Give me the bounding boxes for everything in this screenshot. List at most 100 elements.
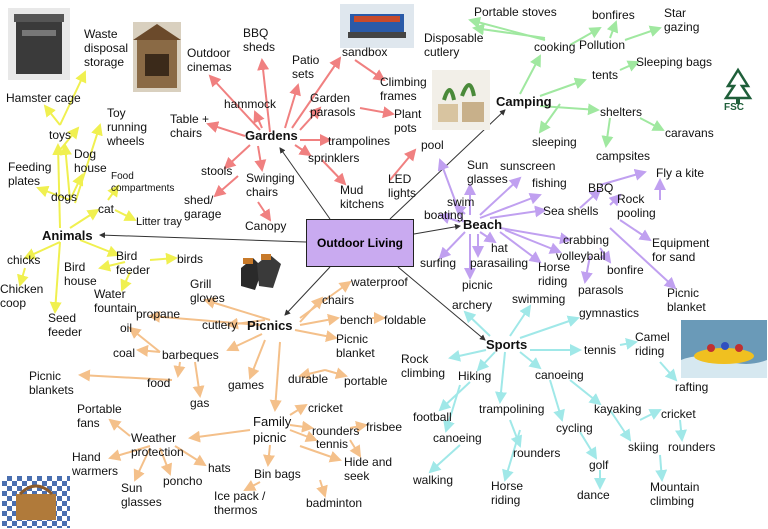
connector-arrow bbox=[349, 420, 368, 433]
connector-arrow bbox=[294, 144, 312, 157]
connector-arrow bbox=[49, 241, 62, 314]
connector-arrow bbox=[284, 83, 301, 129]
picnics-item: Hide and seek bbox=[344, 455, 393, 483]
camping-item: caravans bbox=[665, 126, 714, 140]
picnics-item: gas bbox=[190, 396, 210, 410]
sports-item: kayaking bbox=[594, 402, 642, 416]
sports-item: tennis bbox=[584, 343, 617, 357]
animals-item: Water fountain bbox=[94, 287, 137, 315]
sports-item: rounders bbox=[668, 440, 716, 454]
connector-arrow bbox=[174, 445, 207, 467]
connector-arrow bbox=[257, 201, 272, 222]
connector-arrow bbox=[619, 337, 638, 350]
gardens-item: hammock bbox=[224, 97, 277, 111]
connector-arrow bbox=[495, 351, 507, 404]
connector-arrow bbox=[509, 304, 532, 337]
picnics-item: tennis bbox=[316, 437, 349, 451]
connector-arrow bbox=[294, 329, 338, 342]
beach-item: parasols bbox=[578, 283, 624, 297]
connector-arrow bbox=[539, 103, 600, 116]
picnics-item: Ice pack / thermos bbox=[214, 489, 266, 517]
connector-arrow bbox=[389, 148, 417, 181]
animals-item: Litter tray bbox=[136, 216, 182, 228]
picnics-item: durable bbox=[288, 372, 329, 386]
picnics-item: Family picnic bbox=[253, 414, 292, 445]
gardens-item: trampolines bbox=[328, 134, 391, 148]
picnics-item: Portable fans bbox=[77, 402, 122, 430]
gardens-item: sandbox bbox=[342, 45, 388, 59]
connector-arrow bbox=[448, 349, 487, 362]
rafting-photo bbox=[681, 320, 767, 378]
center-topic-box: Outdoor Living bbox=[306, 219, 414, 267]
center-topic-label: Outdoor Living bbox=[317, 236, 403, 250]
connector-arrow bbox=[502, 429, 521, 482]
beach-item: Fly a kite bbox=[656, 166, 705, 180]
hub-picnics: Picnics bbox=[247, 318, 293, 333]
sports-item: skiing bbox=[628, 440, 659, 454]
beach-item: BBQ bbox=[588, 181, 614, 195]
connector-arrow bbox=[499, 227, 572, 245]
connector-arrow bbox=[519, 54, 541, 95]
animals-item: Bird feeder bbox=[116, 249, 151, 277]
beach-item: crabbing bbox=[563, 233, 610, 247]
picnics-item: poncho bbox=[163, 474, 203, 488]
connector-arrow bbox=[476, 351, 496, 372]
sports-item: archery bbox=[452, 298, 493, 312]
animals-item: Feeding plates bbox=[8, 160, 52, 188]
connector-arrow bbox=[569, 379, 602, 406]
connector-arrow bbox=[298, 367, 326, 380]
beach-item: bonfire bbox=[607, 263, 644, 277]
sports-item: walking bbox=[413, 473, 454, 487]
sports-item: Horse riding bbox=[491, 479, 524, 507]
connector-arrow bbox=[299, 313, 340, 326]
picnics-item: propane bbox=[136, 307, 181, 321]
camping-item: Disposable cutlery bbox=[424, 31, 484, 59]
connector-arrow bbox=[74, 123, 103, 204]
beach-item: Sun glasses bbox=[467, 158, 508, 186]
picnics-item: food bbox=[147, 376, 171, 390]
connector-arrow bbox=[108, 445, 151, 461]
camping-item: campsites bbox=[596, 149, 651, 163]
connector-arrow bbox=[321, 159, 347, 186]
picnics-item: cutlery bbox=[202, 318, 238, 332]
gardens-item: Patio sets bbox=[292, 53, 320, 81]
connector-arrow bbox=[655, 454, 668, 482]
sports-item: cricket bbox=[661, 407, 696, 421]
connector-arrow bbox=[569, 27, 602, 46]
camping-item: bonfires bbox=[592, 8, 635, 22]
connector-arrow bbox=[675, 419, 687, 442]
gardens-item: Canopy bbox=[245, 219, 287, 233]
connector-arrow bbox=[579, 431, 598, 460]
connector-arrow bbox=[324, 367, 348, 380]
connector-arrow bbox=[504, 229, 562, 254]
beach-item: boating bbox=[424, 208, 464, 222]
animals-item: Toy running wheels bbox=[107, 106, 148, 148]
connector-arrow bbox=[36, 185, 71, 201]
picnics-item: badminton bbox=[306, 496, 363, 510]
sports-item: dance bbox=[577, 488, 610, 502]
connector-arrow bbox=[289, 420, 314, 433]
gardens-item: BBQ sheds bbox=[243, 26, 276, 54]
connector-arrow bbox=[253, 110, 265, 129]
sports-item: Mountain climbing bbox=[650, 480, 700, 508]
sports-item: Camel riding bbox=[635, 330, 670, 358]
picnics-item: Weather protection bbox=[131, 431, 184, 459]
hub-gardens: Gardens bbox=[245, 128, 298, 143]
animals-item: chicks bbox=[7, 253, 41, 267]
beach-item: sunscreen bbox=[500, 159, 556, 173]
center-to-gardens-arrow bbox=[279, 147, 331, 220]
connector-arrow bbox=[608, 193, 622, 207]
connector-arrow bbox=[472, 23, 546, 39]
animals-item: Bird house bbox=[64, 260, 97, 288]
beach-item: surfing bbox=[420, 256, 457, 270]
connector-arrow bbox=[248, 339, 266, 380]
picnics-item: waterproof bbox=[351, 275, 408, 289]
connector-arrow bbox=[463, 310, 491, 337]
connector-arrow bbox=[579, 188, 602, 209]
beach-item: hat bbox=[491, 241, 508, 255]
connector-arrow bbox=[349, 439, 362, 458]
picnics-item: foldable bbox=[384, 313, 427, 327]
connector-arrow bbox=[509, 419, 523, 448]
sports-item: Hiking bbox=[458, 369, 492, 383]
